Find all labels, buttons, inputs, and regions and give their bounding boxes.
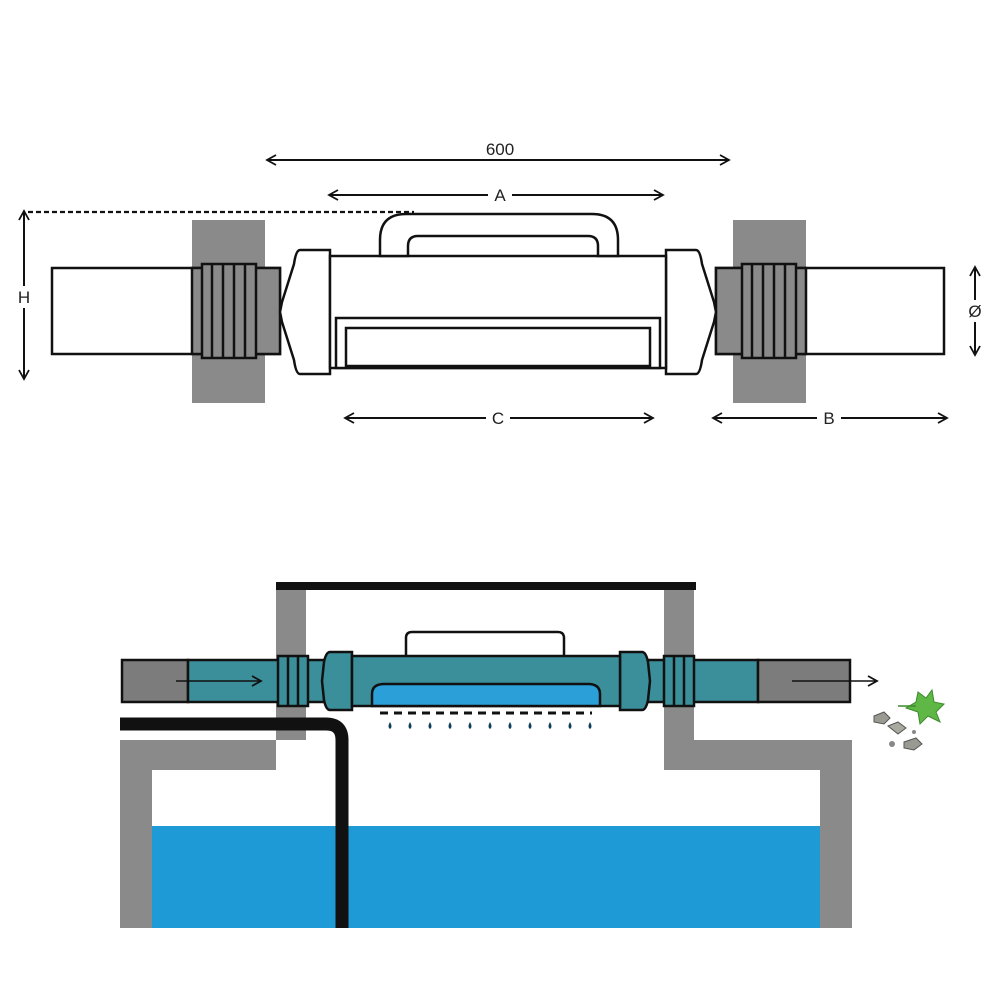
dim-h-label: H [18,288,30,307]
inlet-seal-rings-teal [276,654,310,708]
water-drop-icon [508,722,512,729]
tank-wall-right [664,586,852,928]
filter-housing [278,212,718,376]
water-drop-icon [548,722,552,729]
manhole-cover [276,582,696,590]
dim-600-label: 600 [486,140,514,159]
tank-wall [120,586,306,928]
filter-screen-installed [370,682,602,708]
water-drop-icon [448,722,452,729]
suction-hose [120,717,349,928]
outlet-seal-rings-teal [662,654,696,708]
water-drops [388,722,592,729]
debris-icon [873,711,923,751]
water-drop-icon [568,722,572,729]
water-drop-icon [468,722,472,729]
dim-b-label: B [823,409,834,428]
water-drop-icon [528,722,532,729]
installation-diagram [120,582,946,928]
water-drop-icon [428,722,432,729]
inlet-seal-rings [200,262,258,360]
leaf-icon [898,688,946,726]
filter-housing-installed [320,630,652,712]
water-drop-icon [488,722,492,729]
dim-a-label: A [494,186,506,205]
tank-water [152,826,820,928]
water-drop-icon [408,722,412,729]
dim-diameter-label: Ø [968,302,981,321]
water-drop-icon [588,722,592,729]
water-drop-icon [388,722,392,729]
filter-handle-installed [404,630,566,656]
dim-c-label: C [492,409,504,428]
filter-handle [378,212,620,258]
outlet-seal-rings [740,262,798,360]
technical-drawing: 600 A C B H Ø [12,140,987,429]
